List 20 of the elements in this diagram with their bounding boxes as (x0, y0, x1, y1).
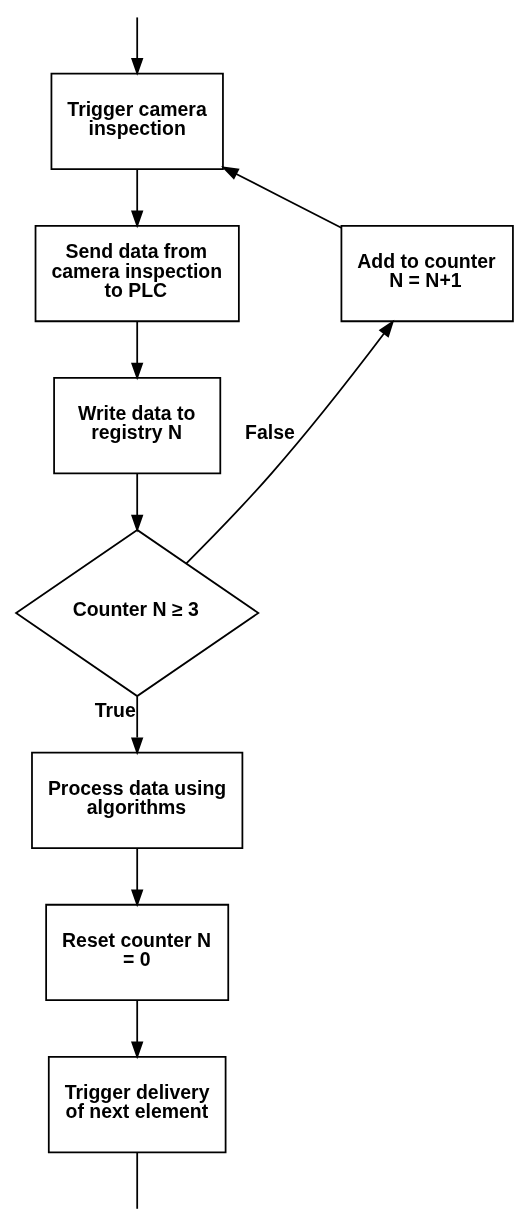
node-box: Trigger camera inspection (50, 72, 224, 171)
edge-label: True (94, 698, 136, 721)
arrow (131, 168, 144, 229)
arrow (131, 695, 144, 756)
node-box: Write data to registry N (53, 376, 222, 475)
node-box: Trigger delivery of next element (47, 1055, 227, 1154)
node-box: Process data using algorithms (31, 751, 244, 850)
arrow (131, 999, 144, 1060)
connector (136, 1151, 139, 1210)
arrow (185, 319, 395, 565)
edge-label: False (245, 420, 295, 443)
node-diamond: Counter N ≥ 3 (14, 528, 260, 698)
arrow (131, 847, 144, 908)
node-box: Add to counter N = N+1 (340, 224, 514, 323)
node-box: Reset counter N = 0 (45, 903, 230, 1002)
arrow (131, 320, 144, 381)
arrow (131, 472, 144, 533)
node-box: Send data from camera inspection to PLC (34, 224, 240, 323)
arrow (131, 16, 144, 76)
arrow (221, 166, 343, 229)
